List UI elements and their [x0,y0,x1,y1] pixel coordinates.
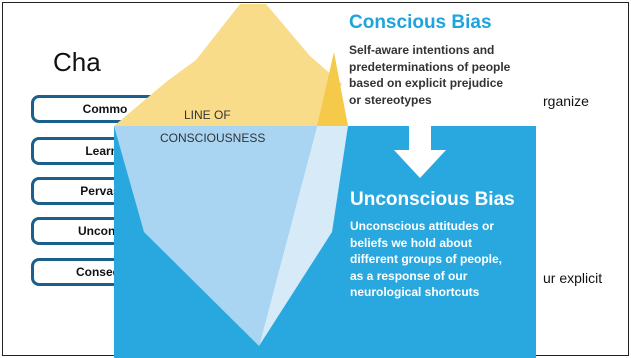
iceberg-infographic: LINE OF CONSCIOUSNESS Conscious Bias Sel… [114,0,631,358]
conscious-bias-title: Conscious Bias [349,12,492,33]
unconscious-bias-description: Unconscious attitudes or beliefs we hold… [350,219,502,299]
pill-label: Commo [82,102,128,116]
slide-title: Cha [53,47,101,77]
conscious-bias-description: Self-aware intentions and predeterminati… [349,43,511,107]
iceberg-top [114,4,342,126]
unconscious-bias-title: Unconscious Bias [350,189,515,210]
line-of-consciousness-label-2: CONSCIOUSNESS [160,131,266,145]
line-of-consciousness-label-1: LINE OF [184,108,231,122]
iceberg-graphic [114,4,536,358]
iceberg-underwater-right-face [259,126,348,346]
iceberg-underwater [114,126,317,346]
slide-body-text-1: rganize [543,93,589,109]
down-arrow-icon [394,126,446,178]
slide-body-text-2: ur explicit [543,270,603,286]
iceberg-top-right-face [317,52,348,126]
